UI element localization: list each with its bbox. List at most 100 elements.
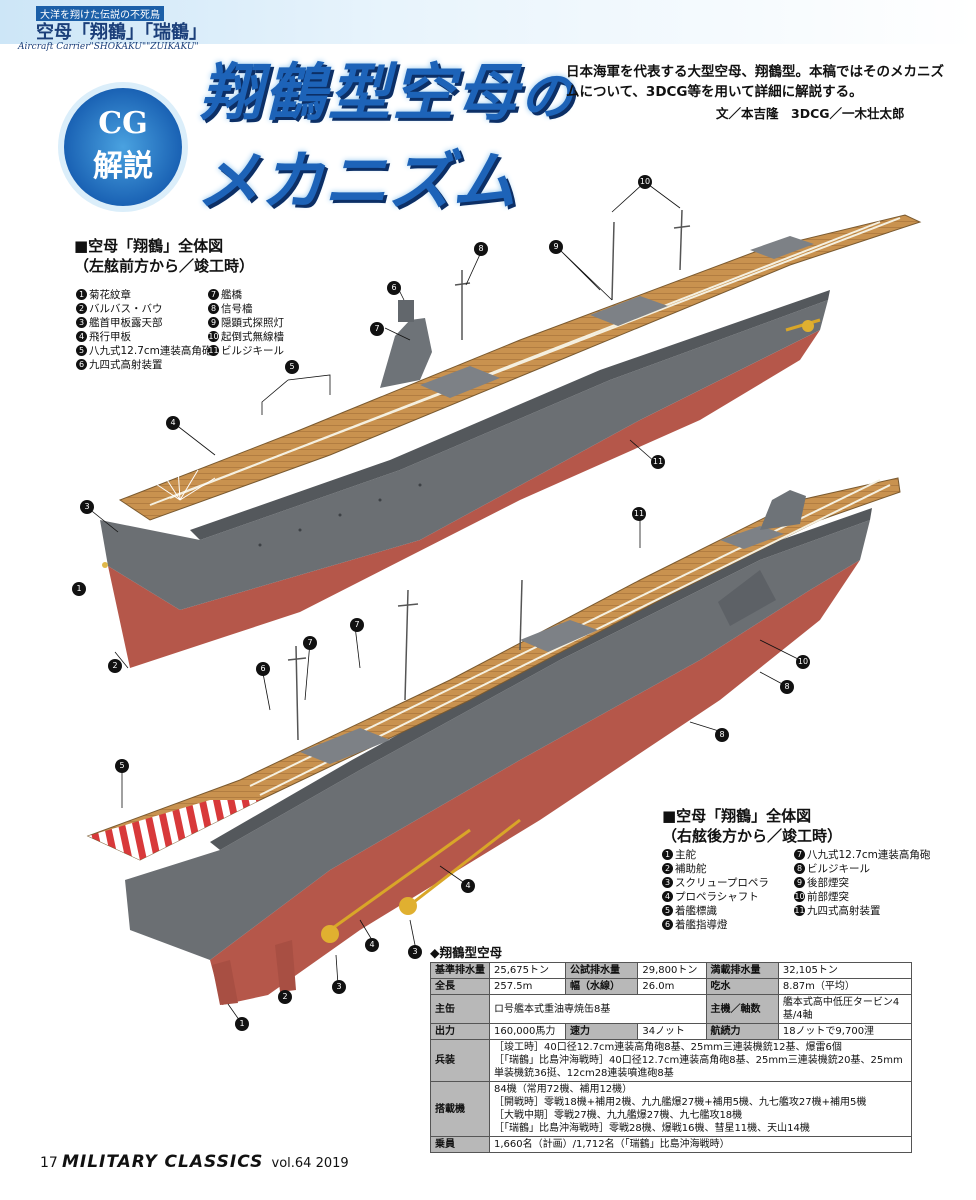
callout-11: 11 xyxy=(651,455,665,469)
callout-11b: 11 xyxy=(632,507,646,521)
legend-label: 着艦標識 xyxy=(675,905,717,917)
ship1-upper-hull xyxy=(100,300,828,610)
badge-line1: CG xyxy=(98,106,148,141)
spec-value: 32,105トン xyxy=(777,962,913,979)
callout-5: 5 xyxy=(285,360,299,374)
spec-title: ◆翔鶴型空母 xyxy=(430,945,503,960)
legend-label: ビルジキール xyxy=(221,345,284,357)
series-subtitle: Aircraft Carrier"SHOKAKU""ZUIKAKU" xyxy=(18,42,199,52)
legend-number: 5 xyxy=(76,345,87,356)
page-number: 17 xyxy=(40,1155,58,1171)
legend-label: 信号檣 xyxy=(221,303,253,315)
title-particle: の xyxy=(520,67,575,127)
callout-8: 8 xyxy=(474,242,488,256)
armament-line: ［竣工時］40口径12.7cm連装高角砲8基、25mm三連装機銃12基、爆雷6個 xyxy=(494,1042,842,1053)
legend-label: プロペラシャフト xyxy=(675,891,759,903)
aircraft-line: ［「瑞鶴」比島沖海戦時］零戦28機、爆戦16機、彗星11機、天山14機 xyxy=(494,1123,810,1134)
spec-value: 29,800トン xyxy=(637,962,707,979)
spec-label: 満載排水量 xyxy=(705,962,779,979)
legend-number: 6 xyxy=(662,919,673,930)
callout-6b: 6 xyxy=(256,662,270,676)
callout-3c: 3 xyxy=(332,980,346,994)
legend-label: 主舵 xyxy=(675,849,696,861)
legend-label: 後部煙突 xyxy=(807,877,849,889)
spec-row-crew: 乗員 1,660名（計画）/1,712名（「瑞鶴」比島沖海戦時） xyxy=(430,1136,912,1153)
lead-text: 日本海軍を代表する大型空母、翔鶴型。本稿ではそのメカニズムについて、3DCG等を… xyxy=(566,64,944,100)
legend-label: 九四式高射装置 xyxy=(89,359,163,371)
spec-label: 主缶 xyxy=(430,994,490,1024)
legend-number: 1 xyxy=(76,289,87,300)
legend-number: 7 xyxy=(208,289,219,300)
ship1-left-bow-view xyxy=(100,209,922,668)
spec-row-dimensions: 全長 257.5m 幅（水線） 26.0m 吃水 8.87m（平均） xyxy=(430,978,913,995)
aircraft-line: 84機（常用72機、補用12機） xyxy=(494,1084,633,1095)
legend-number: 2 xyxy=(76,303,87,314)
legend-number: 8 xyxy=(208,303,219,314)
spec-label: 全長 xyxy=(430,978,490,995)
legend-number: 11 xyxy=(794,905,805,916)
spec-label: 兵装 xyxy=(430,1039,490,1082)
spec-value: 25,675トン xyxy=(489,962,566,979)
callout-8b: 8 xyxy=(780,680,794,694)
magazine-volume: vol.64 2019 xyxy=(271,1156,349,1171)
callout-7c: 7 xyxy=(350,618,364,632)
title-line2: メカニズム xyxy=(196,145,516,219)
legend-label: 着艦指導燈 xyxy=(675,919,728,931)
callout-3: 3 xyxy=(80,500,94,514)
spec-value: 8.87m（平均） xyxy=(777,978,913,995)
legend-label: 菊花紋章 xyxy=(89,289,131,301)
legend-label: 飛行甲板 xyxy=(89,331,131,343)
spec-table: 基準排水量 25,675トン 公試排水量 29,800トン 満載排水量 32,1… xyxy=(430,962,913,1153)
spec-value: 26.0m xyxy=(637,978,707,995)
armament-line: ［「瑞鶴」比島沖海戦時］40口径12.7cm連装高角砲8基、25mm三連装機銃2… xyxy=(494,1055,903,1079)
legend-number: 11 xyxy=(208,345,219,356)
callout-4: 4 xyxy=(166,416,180,430)
ship2-starboard-stern-view xyxy=(86,318,901,1005)
ship2-upper-hull xyxy=(125,520,870,960)
aircraft-line: ［大戦中期］零戦27機、九九艦爆27機、九七艦攻18機 xyxy=(494,1110,743,1121)
legend-number: 3 xyxy=(662,877,673,888)
legend-number: 9 xyxy=(794,877,805,888)
legend-label: 八九式12.7cm連装高角砲 xyxy=(89,345,213,357)
series-title: 空母「翔鶴」「瑞鶴」 xyxy=(36,22,207,43)
spec-label: 幅（水線） xyxy=(564,978,639,995)
spec-row-armament: 兵装 ［竣工時］40口径12.7cm連装高角砲8基、25mm三連装機銃12基、爆… xyxy=(430,1039,912,1082)
spec-row-displacement: 基準排水量 25,675トン 公試排水量 29,800トン 満載排水量 32,1… xyxy=(430,962,913,979)
callout-4b: 4 xyxy=(461,879,475,893)
legend-number: 2 xyxy=(662,863,673,874)
spec-value: ロ号艦本式重油専焼缶8基 xyxy=(489,994,707,1024)
legend-number: 4 xyxy=(662,891,673,902)
spec-value: 18ノットで9,700浬 xyxy=(777,1023,913,1040)
callout-9: 9 xyxy=(549,240,563,254)
spec-value: 艦本式高中低圧タービン4基/4軸 xyxy=(777,994,913,1024)
legend-number: 5 xyxy=(662,905,673,916)
figure2-title-line1: ■空母「翔鶴」全体図 xyxy=(662,807,812,825)
spec-label: 主機／軸数 xyxy=(705,994,779,1024)
callout-5b: 5 xyxy=(115,759,129,773)
aircraft-line: ［開戦時］零戦18機+補用2機、九九艦爆27機+補用5機、九七艦攻27機+補用5… xyxy=(494,1097,867,1108)
legend-label: 八九式12.7cm連装高角砲 xyxy=(807,849,931,861)
spec-label: 航続力 xyxy=(705,1023,779,1040)
legend-label: バルバス・バウ xyxy=(89,303,163,315)
figure2-title-line2: （右舷後方から／竣工時） xyxy=(662,827,843,845)
callout-7: 7 xyxy=(370,322,384,336)
spec-value: 34ノット xyxy=(637,1023,707,1040)
credit: 文／本吉隆 3DCG／一木壮太郎 xyxy=(716,106,905,121)
legend-number: 3 xyxy=(76,317,87,328)
spec-label: 出力 xyxy=(430,1023,490,1040)
